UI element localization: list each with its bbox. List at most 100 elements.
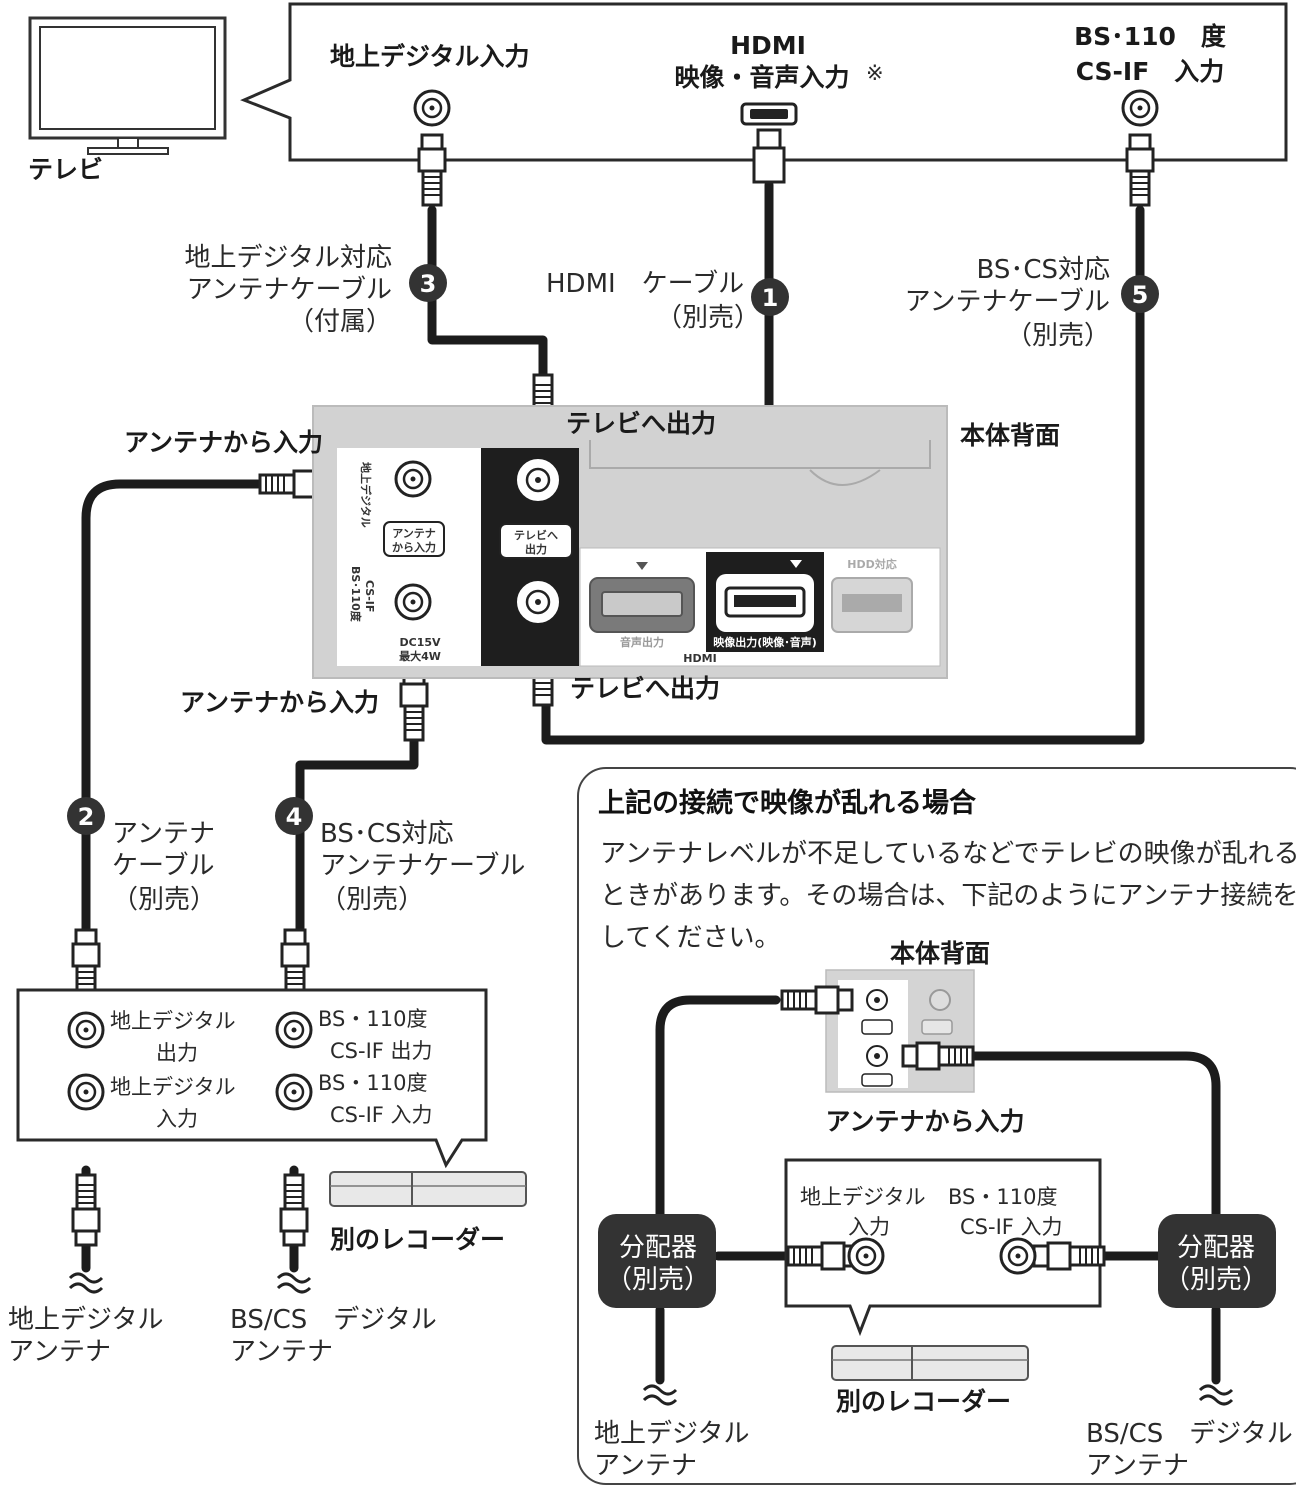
recorder-bs-in-socket bbox=[394, 583, 432, 621]
tv-icon bbox=[28, 16, 227, 155]
inset-recorder-title: 本体背面 bbox=[890, 939, 990, 968]
video-out-hdmi-port bbox=[716, 560, 814, 632]
video-out-label: 映像出力(映像･音声) bbox=[713, 635, 817, 649]
other-port4-label-1: BS・110度 bbox=[318, 1071, 427, 1095]
inset-antenna-terrestrial-label-1: 地上デジタル bbox=[594, 1419, 749, 1449]
cable-4-label-1: BS･CS対応 bbox=[320, 819, 454, 849]
cable-2-label-2: ケーブル bbox=[112, 851, 214, 881]
cable-2-label-1: アンテナ bbox=[112, 819, 215, 849]
panel-tv-out-label-2: 出力 bbox=[525, 542, 547, 556]
cable-4-number: 4 bbox=[286, 803, 303, 831]
panel-antenna-in-box bbox=[383, 521, 445, 557]
cable-3-number: 3 bbox=[420, 270, 437, 298]
inset-other-recorder-icon bbox=[831, 1345, 1029, 1381]
other-port2-label-1: BS・110度 bbox=[318, 1007, 427, 1031]
cable-3-label-1: 地上デジタル対応 bbox=[185, 243, 392, 273]
cable-5-label-3: （別売） bbox=[1006, 321, 1110, 351]
other-recorder-name: 別のレコーダー bbox=[330, 1225, 505, 1254]
hdd-usb-port bbox=[831, 577, 913, 633]
other-port1-label-1: 地上デジタル bbox=[110, 1009, 236, 1033]
recorder-title: 本体背面 bbox=[960, 421, 1060, 450]
recorder-tv-out-socket-top bbox=[517, 459, 559, 501]
inset-connector-terrestrial bbox=[780, 985, 854, 1015]
inset-antenna-bscs-label-1: BS/CS デジタル bbox=[1086, 1419, 1293, 1449]
inset-splitter-left bbox=[598, 1214, 716, 1308]
other-port3-label-1: 地上デジタル bbox=[110, 1075, 236, 1099]
inset-recorder-panel bbox=[825, 969, 975, 1093]
other-port3-label-2: 入力 bbox=[156, 1107, 198, 1131]
tv-input-hdmi-label: HDMI bbox=[730, 31, 806, 60]
other-terrestrial-in-socket bbox=[67, 1073, 105, 1111]
audio-out-label: 音声出力 bbox=[620, 635, 664, 649]
recorder-tv-out-socket-bottom bbox=[517, 581, 559, 623]
tv-bs-socket bbox=[1121, 89, 1159, 127]
inset-other-port1-label-1: 地上デジタル bbox=[800, 1185, 926, 1209]
recorder-terrestrial-in-socket bbox=[394, 460, 432, 498]
other-recorder-icon bbox=[329, 1171, 527, 1207]
cable-4-number-badge bbox=[275, 797, 313, 835]
inset-splitter-right bbox=[1158, 1214, 1276, 1308]
inset-splitter-right-label-1: 分配器 bbox=[1177, 1233, 1255, 1263]
audio-out-port bbox=[589, 562, 695, 633]
tv-input-csif-label: CS-IF 入力 bbox=[1076, 57, 1225, 86]
bscs-antenna-cable bbox=[276, 1165, 312, 1294]
inset-other-port2-label-1: BS・110度 bbox=[948, 1185, 1057, 1209]
panel-csif-label: CS-IF bbox=[363, 580, 376, 612]
cable-4 bbox=[280, 668, 429, 1002]
panel-terrestrial-label: 地上デジタル bbox=[359, 462, 373, 528]
panel-tv-out-label-1: テレビへ bbox=[514, 528, 558, 542]
inset-cable-bscs-top bbox=[963, 1051, 1221, 1220]
panel-tv-out-box bbox=[499, 523, 573, 559]
inset-body-line-3: してください。 bbox=[600, 923, 780, 953]
cable-5-label-2: アンテナケーブル bbox=[905, 287, 1110, 317]
antenna-in-bottom-label: アンテナから入力 bbox=[180, 688, 379, 717]
cable-3-label-2: アンテナケーブル bbox=[187, 275, 392, 305]
cable-5-label-1: BS･CS対応 bbox=[976, 255, 1110, 285]
cable-1-label-2: （別売） bbox=[656, 303, 760, 333]
inset-other-socket-left bbox=[847, 1237, 885, 1275]
other-terrestrial-out-socket bbox=[67, 1011, 105, 1049]
tv-label: テレビ bbox=[28, 155, 103, 184]
inset-connector-bscs bbox=[901, 1041, 975, 1071]
inset-antenna-bscs-label-2: アンテナ bbox=[1086, 1451, 1189, 1481]
antenna-bscs-label-2: アンテナ bbox=[230, 1337, 333, 1367]
panel-dc-label-2: 最大4W bbox=[399, 649, 441, 663]
panel-bs-label: BS･110度 bbox=[349, 566, 363, 623]
inset-other-port1-label-2: 入力 bbox=[848, 1215, 890, 1239]
cable-1-number: 1 bbox=[762, 284, 779, 312]
inset-other-socket-right bbox=[999, 1237, 1037, 1275]
cable-2-number-badge bbox=[67, 797, 105, 835]
antenna-in-top-label: アンテナから入力 bbox=[124, 428, 323, 457]
inset-splitter-left-label-1: 分配器 bbox=[619, 1233, 697, 1263]
inset-body-line-1: アンテナレベルが不足しているなどでテレビの映像が乱れる bbox=[600, 839, 1296, 869]
tv-out-top-label: テレビへ出力 bbox=[566, 409, 716, 438]
cable-5 bbox=[528, 133, 1155, 745]
hdd-usb-label: HDD対応 bbox=[847, 557, 896, 571]
panel-antenna-in-label-1: アンテナ bbox=[392, 527, 436, 540]
tv-input-terrestrial-label: 地上デジタル入力 bbox=[330, 42, 530, 71]
inset-splitter-right-label-2: （別売） bbox=[1164, 1265, 1268, 1295]
inset-other-port2-label-2: CS-IF 入力 bbox=[960, 1215, 1063, 1239]
cable-2-number: 2 bbox=[78, 803, 95, 831]
other-recorder-panel bbox=[16, 988, 488, 1169]
inset-title: 上記の接続で映像が乱れる場合 bbox=[598, 787, 976, 819]
cable-2-label-3: （別売） bbox=[112, 885, 216, 915]
antenna-terrestrial-label-2: アンテナ bbox=[8, 1337, 111, 1367]
cable-1-number-badge bbox=[751, 278, 789, 316]
cable-5-number-badge bbox=[1121, 275, 1159, 313]
tv-terrestrial-socket bbox=[413, 89, 451, 127]
cable-5-number: 5 bbox=[1132, 281, 1149, 309]
cable-1-label-1: HDMI ケーブル bbox=[546, 269, 744, 299]
other-bs-in-socket bbox=[275, 1073, 313, 1111]
other-bs-out-socket bbox=[275, 1011, 313, 1049]
inset-antenna-terrestrial-label-2: アンテナ bbox=[594, 1451, 697, 1481]
inset-splitter-left-label-2: （別売） bbox=[606, 1265, 710, 1295]
cable-4-label-3: （別売） bbox=[320, 885, 424, 915]
tv-input-bs-label: BS･110 度 bbox=[1074, 22, 1226, 51]
cable-2 bbox=[71, 469, 332, 1002]
panel-dc-label-1: DC15V bbox=[399, 636, 441, 649]
terrestrial-antenna-cable bbox=[68, 1165, 104, 1294]
inset-other-recorder-name: 別のレコーダー bbox=[836, 1387, 1011, 1416]
antenna-bscs-label-1: BS/CS デジタル bbox=[230, 1305, 437, 1335]
